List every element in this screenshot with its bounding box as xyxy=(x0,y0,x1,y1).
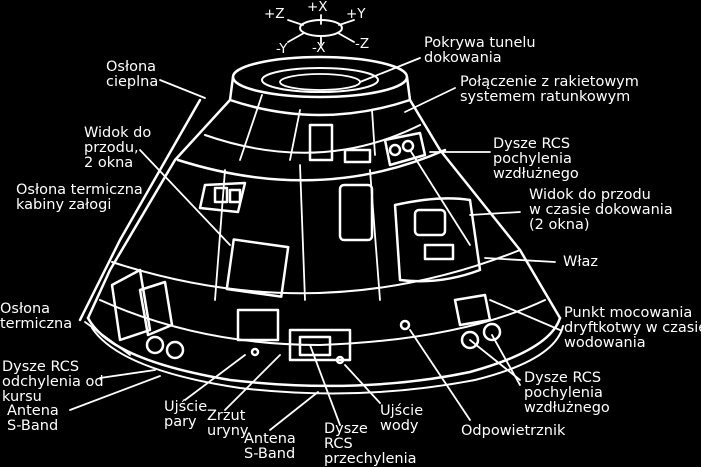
hatch-panel xyxy=(393,197,482,283)
label-water-outlet: Ujście wody xyxy=(380,403,424,434)
axis-label-minus-x: -X xyxy=(312,40,326,56)
axis-label-plus-x: +X xyxy=(307,0,328,15)
label-vent: Odpowietrznik xyxy=(461,423,566,439)
label-thermal-shield: Osłona termiczna xyxy=(0,301,73,332)
label-docking-view: Widok do przodu w czasie dokowania (2 ok… xyxy=(529,187,673,233)
label-steam-outlet: Ujście pary xyxy=(164,399,208,430)
label-urine-dump: Zrzut uryny xyxy=(207,408,249,439)
label-rcs-pitch-bottom: Dysze RCS pochylenia wzdłużnego xyxy=(524,370,610,416)
label-rcs-roll: Dysze RCS przechylenia xyxy=(324,421,417,467)
leader-lines xyxy=(69,57,561,431)
command-module xyxy=(78,55,564,395)
label-hatch: Właz xyxy=(563,254,598,270)
label-antenna-left: Antena S-Band xyxy=(7,403,59,434)
label-les-connection: Połączenie z rakietowym systemem ratunko… xyxy=(460,74,639,105)
label-rcs-pitch-top: Dysze RCS pochylenia wzdłużnego xyxy=(493,136,579,182)
axis-label-minus-y: -Y xyxy=(276,41,288,57)
label-rcs-yaw: Dysze RCS odchylenia od kursu xyxy=(2,359,104,405)
label-crew-thermal: Osłona termiczna kabiny załogi xyxy=(16,182,143,213)
axis-label-plus-y: +Y xyxy=(346,6,366,22)
forward-windows xyxy=(198,181,290,298)
label-forward-view: Widok do przodu, 2 okna xyxy=(84,125,152,171)
tunnel-hardware xyxy=(308,123,427,242)
lower-panels xyxy=(110,268,502,365)
axis-label-plus-z: +Z xyxy=(264,6,285,22)
axis-indicator xyxy=(287,14,355,45)
label-heat-shield: Osłona cieplna xyxy=(106,59,159,90)
label-tunnel-cover: Pokrywa tunelu dokowania xyxy=(424,35,536,66)
label-drogue-mount: Punkt mocowania dryftkotwy w czasie wodo… xyxy=(564,305,701,351)
axis-label-minus-z: -Z xyxy=(355,36,370,52)
label-antenna-bottom: Antena S-Band xyxy=(244,431,296,462)
